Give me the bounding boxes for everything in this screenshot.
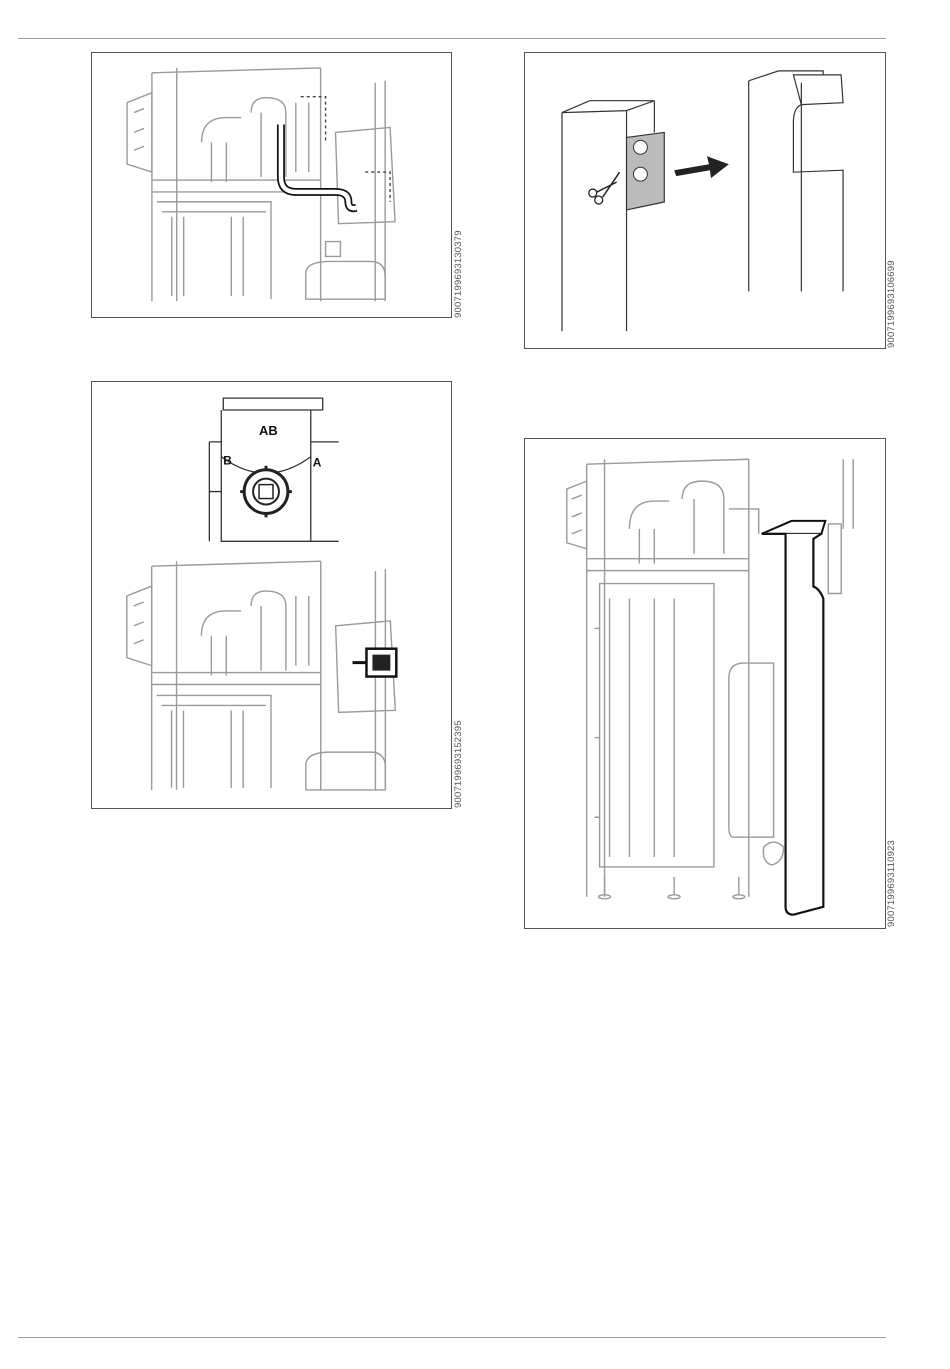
figure-id: 9007199693152395 [453,720,464,808]
figure-valve-installation: AB B A [91,381,452,809]
port-label-ab: AB [259,423,278,438]
header-rule [18,38,886,39]
figure-cover-mounted [524,438,886,929]
figure-cover-cut [524,52,886,349]
figure-id: 9007199693130379 [453,230,464,318]
figure-id: 9007199693110923 [886,840,897,927]
figure-id: 9007199693106699 [886,260,897,348]
figure-hose-installation [91,52,452,318]
mounted-cover-illustration [525,439,885,928]
port-label-b: B [223,454,232,468]
footer-rule [18,1337,886,1338]
valve-detail-illustration: AB B A [92,382,451,808]
cover-trim-illustration [525,53,885,348]
port-label-a: A [313,456,322,470]
hydraulic-unit-illustration [92,53,451,317]
